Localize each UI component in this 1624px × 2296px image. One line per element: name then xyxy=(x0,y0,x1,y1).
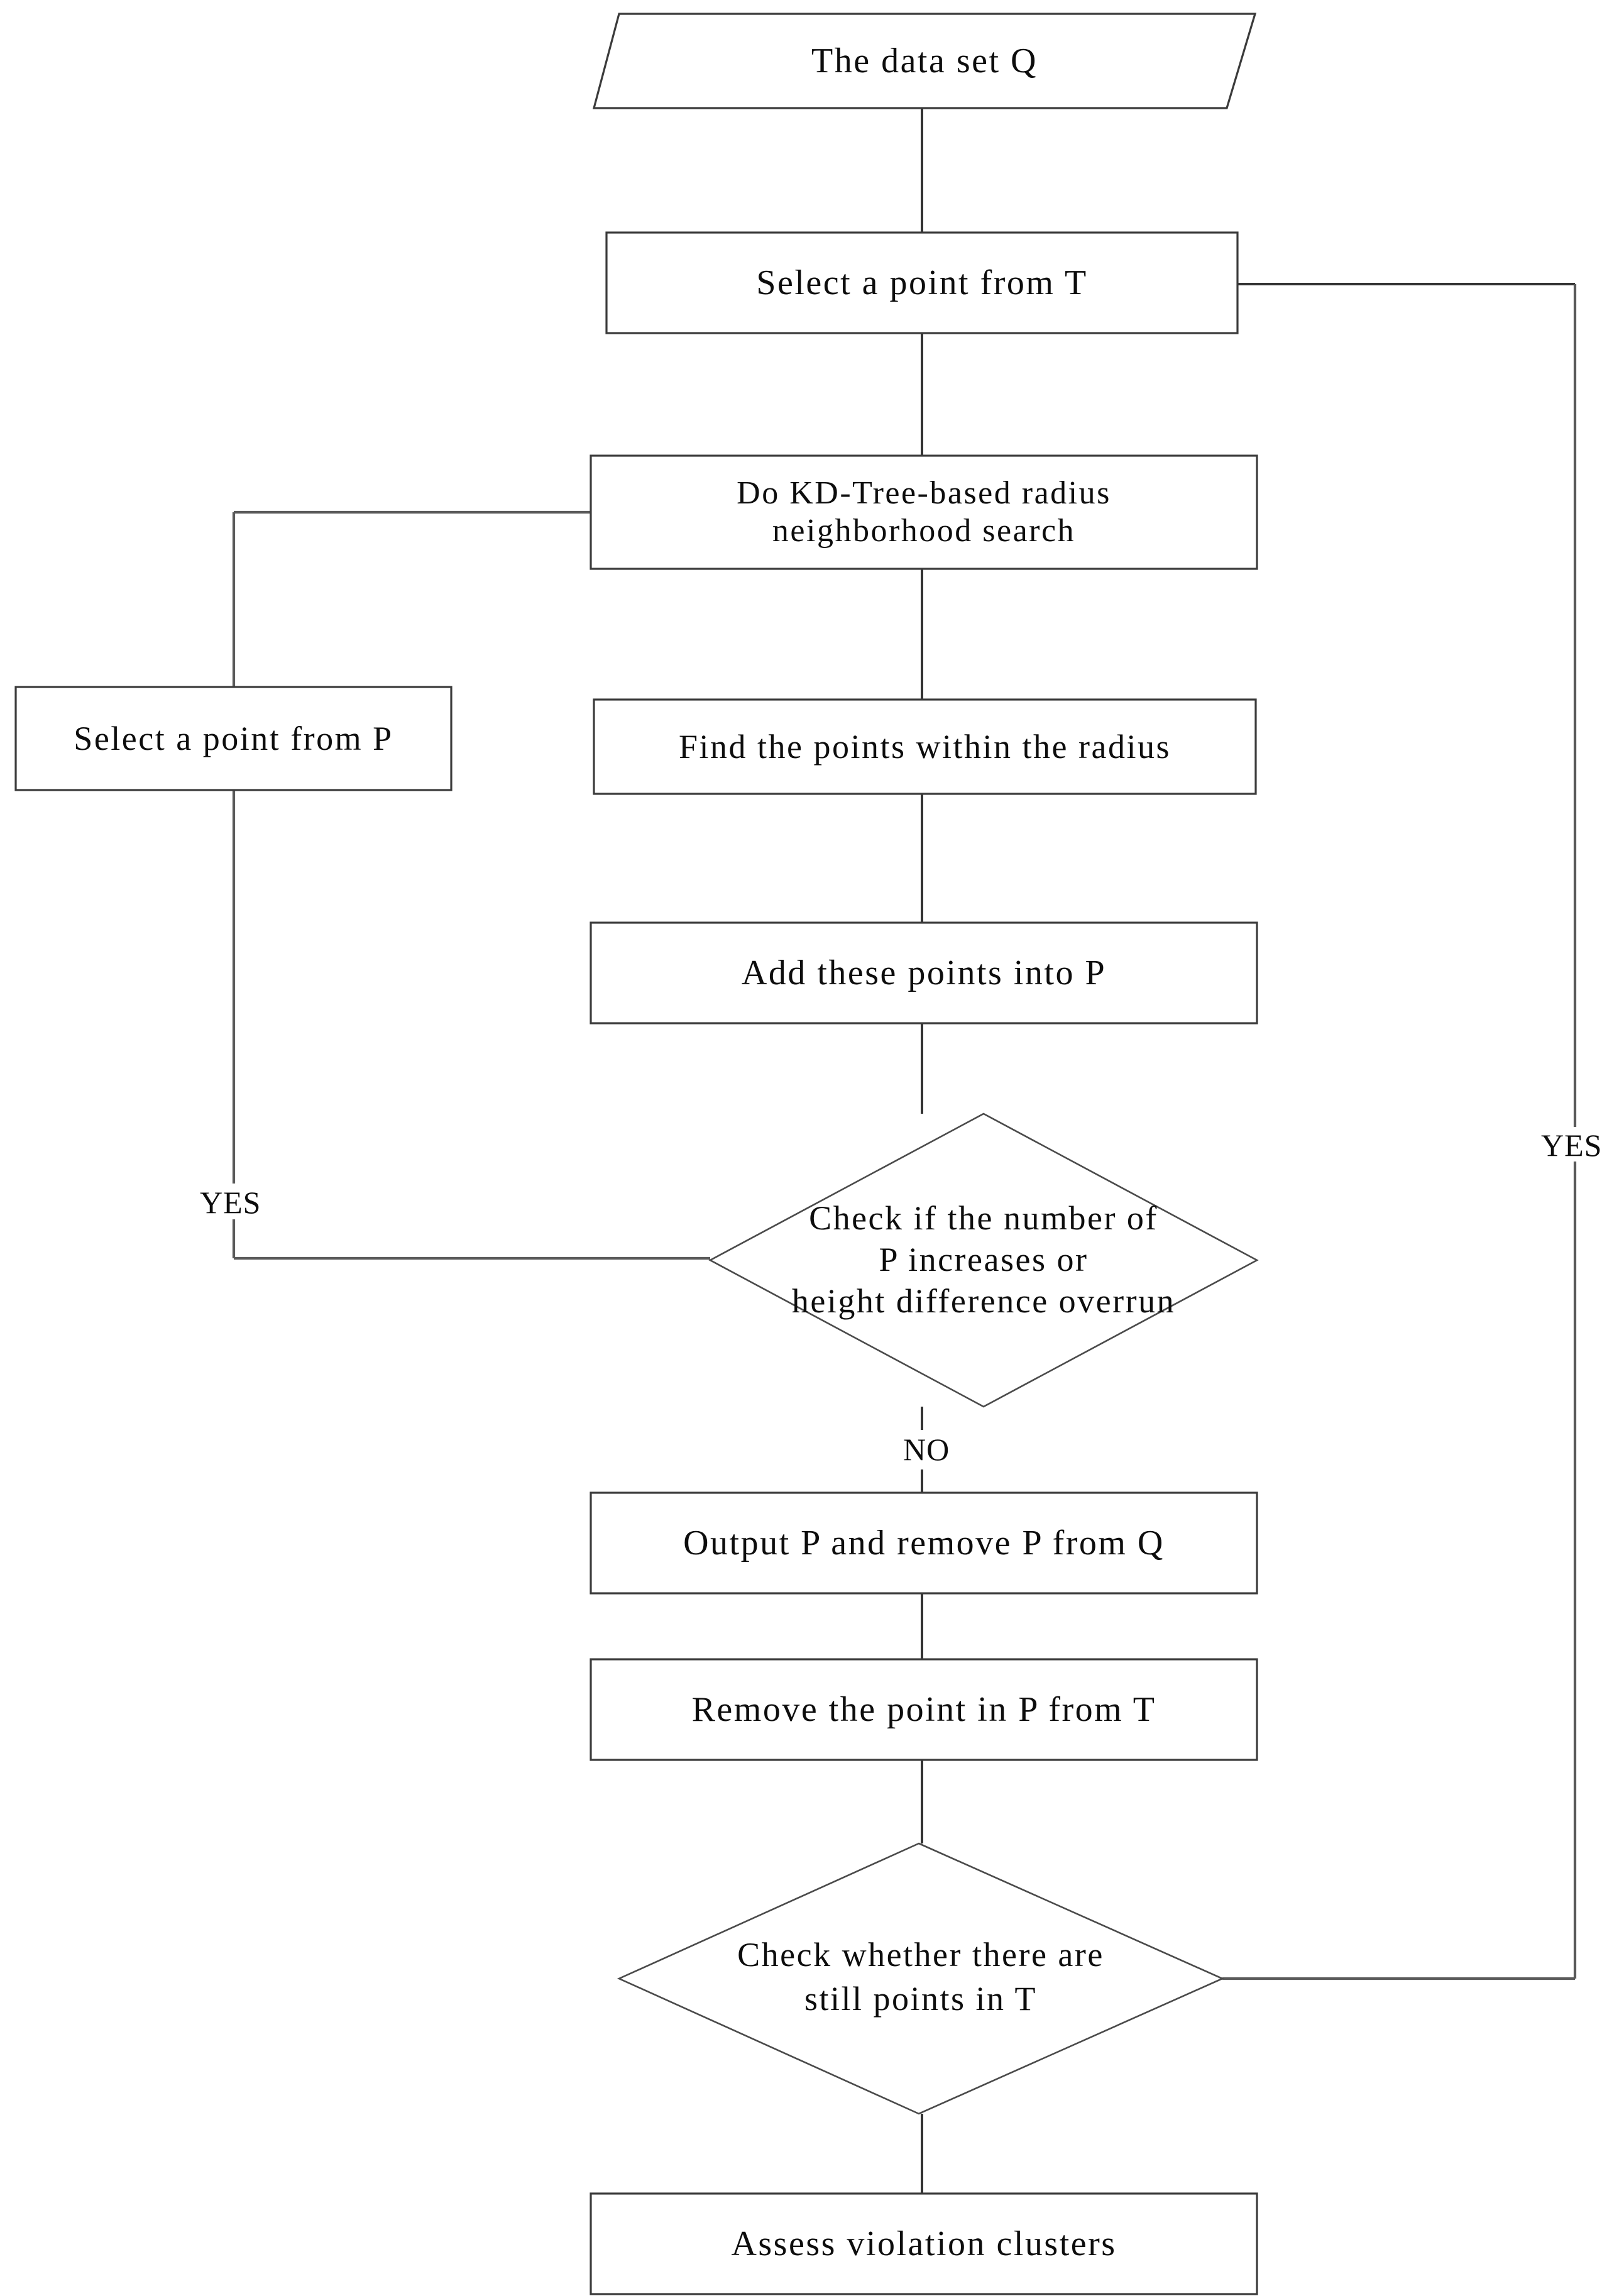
shape-select-point-from-t[interactable] xyxy=(605,231,1239,334)
shape-assess-violation-clusters[interactable] xyxy=(590,2192,1258,2295)
shape-add-points-into-p[interactable] xyxy=(590,921,1258,1024)
edge-label-yes-left: YES xyxy=(200,1185,261,1220)
shape-find-points-within-radius[interactable] xyxy=(593,698,1257,795)
shape-select-point-from-p[interactable] xyxy=(14,686,453,791)
shape-check-still-points-in-t[interactable] xyxy=(617,1842,1225,2115)
edge-label-no: NO xyxy=(903,1432,950,1467)
shape-data-set-q[interactable] xyxy=(592,13,1257,109)
edge-label-yes-right: YES xyxy=(1541,1128,1603,1163)
shape-kd-tree-search[interactable] xyxy=(590,454,1258,570)
shape-check-number-p-increases[interactable] xyxy=(708,1112,1259,1408)
shape-output-p-remove-from-q[interactable] xyxy=(590,1491,1258,1595)
shape-remove-point-in-p-from-t[interactable] xyxy=(590,1658,1258,1761)
